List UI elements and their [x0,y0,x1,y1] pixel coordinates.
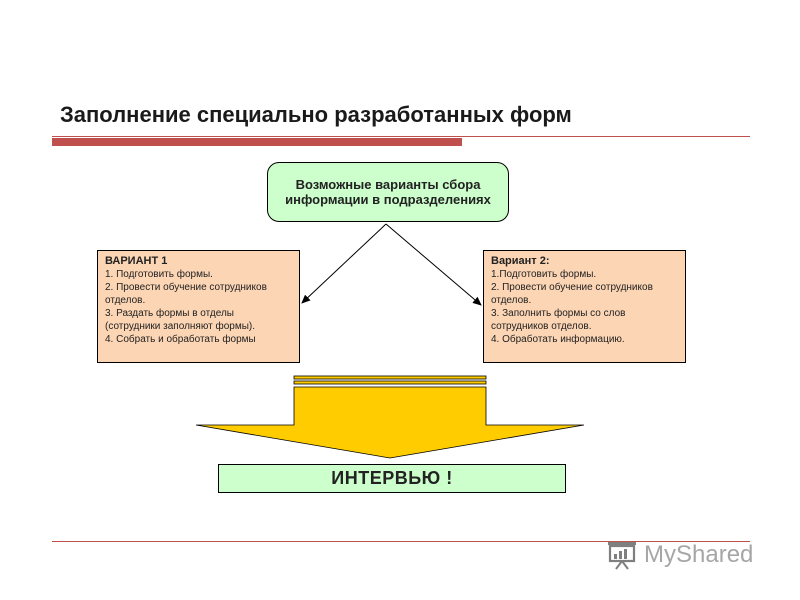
variant-1-title: ВАРИАНТ 1 [105,255,168,267]
variant-1-box: ВАРИАНТ 1 1. Подготовить формы. 2. Прове… [97,250,300,363]
collection-options-text: Возможные варианты сбора информации в по… [285,177,491,207]
connector-arrow-right [385,223,482,306]
presentation-board-icon [608,542,636,570]
connector-arrow-left [301,223,387,304]
myshared-logo: MyShared [606,537,766,573]
variant-1-item: 3. Раздать формы в отделы (сотрудники за… [105,308,255,332]
variant-1-item: 2. Провести обучение сотрудников отделов… [105,282,267,306]
arrow-body [195,386,585,459]
variant-2-item: 3. Заполнить формы со слов сотрудников о… [491,308,626,332]
variant-2-item: 2. Провести обучение сотрудников отделов… [491,282,653,306]
title-rule-top [52,136,750,137]
logo-text: MyShared [644,541,754,568]
arrow-stripe-2 [293,380,487,385]
interview-result-box: ИНТЕРВЬЮ ! [218,464,566,493]
variant-2-item: 1.Подготовить формы. [491,269,597,280]
interview-result-text: ИНТЕРВЬЮ ! [331,468,453,488]
footer-rule [52,541,750,542]
collection-options-box: Возможные варианты сбора информации в по… [267,162,509,222]
variant-1-item: 4. Собрать и обработать формы [105,334,256,345]
variant-2-title: Вариант 2: [491,255,550,267]
arrow-stripe-1 [293,375,487,380]
variant-2-item: 4. Обработать информацию. [491,334,625,345]
title-rule-accent [52,138,462,146]
variant-1-item: 1. Подготовить формы. [105,269,213,280]
big-down-arrow [195,375,585,459]
slide-title: Заполнение специально разработанных форм [60,102,572,127]
variant-2-box: Вариант 2: 1.Подготовить формы. 2. Прове… [483,250,686,363]
